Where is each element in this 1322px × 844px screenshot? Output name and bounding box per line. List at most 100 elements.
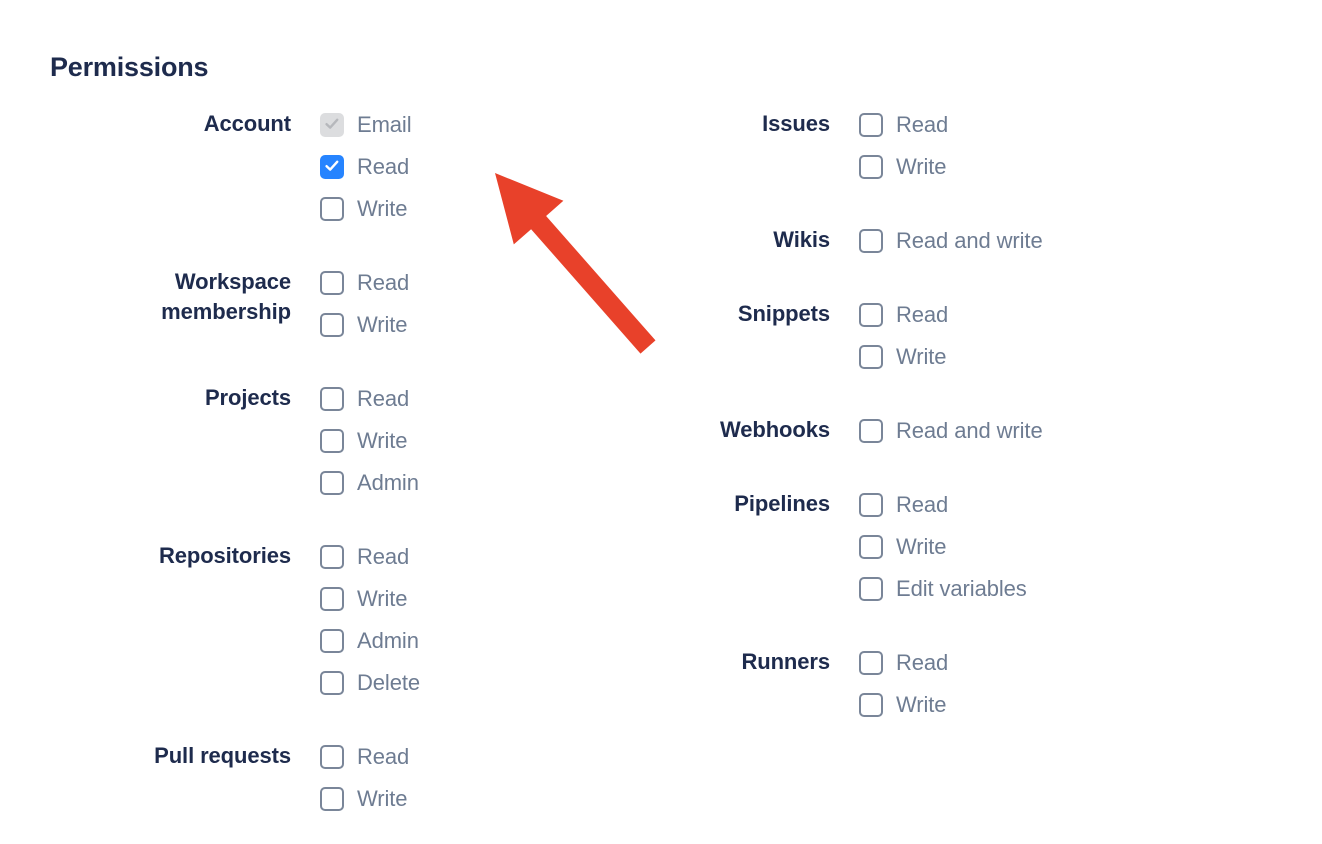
checkbox-label-snippets-read: Read [896,302,949,327]
checkbox-label-pipelines-write: Write [896,534,947,559]
permission-options-webhooks: Read and write [859,410,1043,452]
checkbox-runners-read[interactable] [859,651,883,675]
permission-option-projects-admin[interactable]: Admin [320,462,419,504]
permission-group-label-projects: Projects [204,385,291,410]
checkbox-repositories-delete[interactable] [320,671,344,695]
permission-option-runners-write[interactable]: Write [859,684,948,726]
permission-option-pipelines-edit-variables[interactable]: Edit variables [859,568,1027,610]
checkbox-label-issues-write: Write [896,154,947,179]
checkbox-label-projects-admin: Admin [357,470,419,495]
checkbox-snippets-write[interactable] [859,345,883,369]
permission-options-wikis: Read and write [859,220,1043,262]
checkbox-account-write[interactable] [320,197,344,221]
permission-option-projects-read[interactable]: Read [320,378,419,420]
checkbox-account-read[interactable] [320,155,344,179]
permission-option-account-write[interactable]: Write [320,188,412,230]
permission-option-pull-requests-read[interactable]: Read [320,736,409,778]
permission-group-label-runners: Runners [741,649,830,674]
permission-option-account-read[interactable]: Read [320,146,412,188]
permission-option-pipelines-write[interactable]: Write [859,526,1027,568]
checkmark-icon [325,160,339,171]
checkbox-label-repositories-admin: Admin [357,628,419,653]
checkbox-pipelines-edit-variables[interactable] [859,577,883,601]
permission-group-label-pipelines: Pipelines [734,491,830,516]
permission-group-webhooks: Webhooks Read and write [700,410,1260,452]
checkbox-issues-write[interactable] [859,155,883,179]
checkbox-label-projects-read: Read [357,386,410,411]
checkbox-workspace-membership-read[interactable] [320,271,344,295]
checkbox-repositories-write[interactable] [320,587,344,611]
permission-option-runners-read[interactable]: Read [859,642,948,684]
permission-option-repositories-read[interactable]: Read [320,536,420,578]
checkbox-label-repositories-read: Read [357,544,410,569]
checkbox-issues-read[interactable] [859,113,883,137]
checkbox-pull-requests-read[interactable] [320,745,344,769]
checkbox-workspace-membership-write[interactable] [320,313,344,337]
checkbox-label-account-read: Read [357,154,410,179]
checkbox-snippets-read[interactable] [859,303,883,327]
permission-option-pipelines-read[interactable]: Read [859,484,1027,526]
checkbox-repositories-read[interactable] [320,545,344,569]
checkbox-label-webhooks-read-and-write: Read and write [896,418,1043,443]
checkbox-runners-write[interactable] [859,693,883,717]
permission-option-repositories-delete[interactable]: Delete [320,662,420,704]
permission-option-issues-write[interactable]: Write [859,146,948,188]
checkbox-pull-requests-write[interactable] [320,787,344,811]
checkbox-wikis-read-and-write[interactable] [859,229,883,253]
checkmark-icon [325,118,339,129]
permission-option-pull-requests-write[interactable]: Write [320,778,409,820]
permission-option-repositories-admin[interactable]: Admin [320,620,420,662]
permission-group-label-pull-requests: Pull requests [154,743,291,768]
checkbox-label-projects-write: Write [357,428,408,453]
checkbox-label-runners-read: Read [896,650,949,675]
checkbox-pipelines-read[interactable] [859,493,883,517]
permission-option-account-email[interactable]: Email [320,104,412,146]
checkbox-repositories-admin[interactable] [320,629,344,653]
permission-group-label-webhooks: Webhooks [719,417,830,442]
checkbox-projects-read[interactable] [320,387,344,411]
permission-option-projects-write[interactable]: Write [320,420,419,462]
checkbox-label-wikis-read-and-write: Read and write [896,228,1043,253]
checkbox-pipelines-write[interactable] [859,535,883,559]
permission-option-workspace-membership-read[interactable]: Read [320,262,409,304]
checkbox-label-pipelines-read: Read [896,492,949,517]
permission-option-webhooks-read-and-write[interactable]: Read and write [859,410,1043,452]
permission-group-label-wikis: Wikis [773,227,830,252]
permission-option-snippets-write[interactable]: Write [859,336,948,378]
permission-group-label-repositories: Repositories [158,543,291,568]
checkbox-label-account-email: Email [357,112,412,137]
checkbox-projects-write[interactable] [320,429,344,453]
checkbox-label-runners-write: Write [896,692,947,717]
permission-group-wikis: Wikis Read and write [700,220,1260,262]
permission-option-issues-read[interactable]: Read [859,104,948,146]
permission-option-repositories-write[interactable]: Write [320,578,420,620]
permission-group-label-workspace-membership: Workspace membership [161,269,291,324]
checkbox-label-repositories-write: Write [357,586,408,611]
permission-option-snippets-read[interactable]: Read [859,294,948,336]
checkbox-projects-admin[interactable] [320,471,344,495]
checkbox-label-workspace-membership-read: Read [357,270,410,295]
checkbox-webhooks-read-and-write[interactable] [859,419,883,443]
permission-option-workspace-membership-write[interactable]: Write [320,304,409,346]
page-title: Permissions [50,52,209,82]
permission-option-wikis-read-and-write[interactable]: Read and write [859,220,1043,262]
